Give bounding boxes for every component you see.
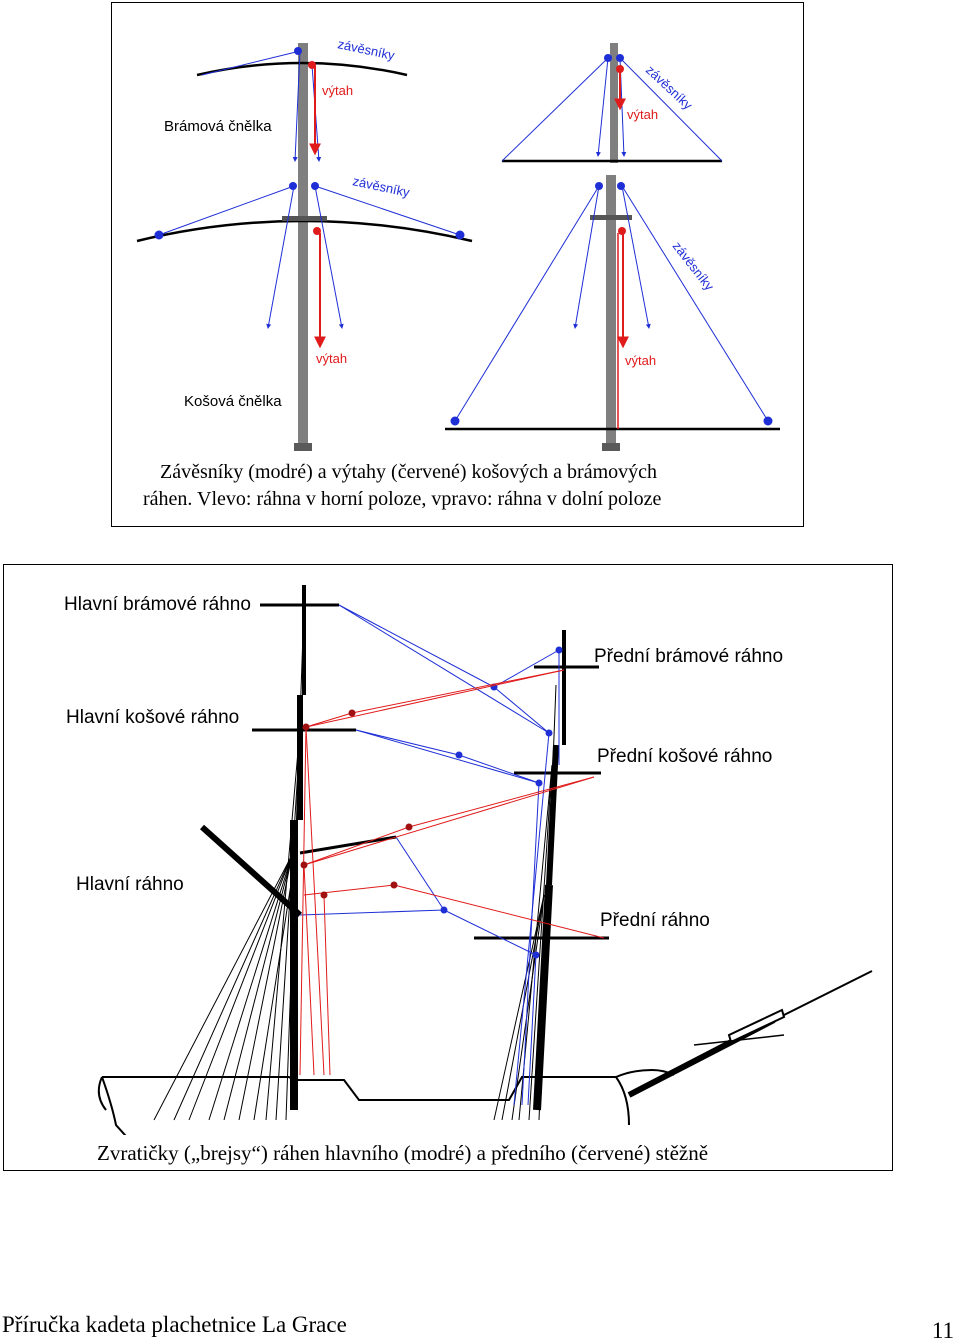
main-yard-arm xyxy=(299,835,397,855)
label-predni-kosove-rahno: Přední košové ráhno xyxy=(597,746,772,767)
jibboom xyxy=(773,970,873,1021)
left-kos-lift-4 xyxy=(314,185,344,329)
right-kos-yard-end-right xyxy=(763,416,773,426)
right-kos-lift-2 xyxy=(621,185,769,422)
right-bram-lift-2 xyxy=(619,57,723,162)
right-kos-lift-4 xyxy=(621,185,651,329)
right-kos-block-2 xyxy=(617,182,625,190)
right-mast-base xyxy=(602,443,620,451)
label-vytah-right-top: výtah xyxy=(627,107,658,122)
left-kos-block-red xyxy=(313,227,321,235)
label-zavesniky-left-top: závěsníky xyxy=(336,36,396,63)
label-zavesniky-right-top: závěsníky xyxy=(643,62,696,113)
left-kos-block-1 xyxy=(289,182,297,190)
label-predni-bramove-rahno: Přední brámové ráhno xyxy=(594,646,783,667)
right-kos-lift-3 xyxy=(573,185,600,329)
label-bramova-cnelka: Brámová čnělka xyxy=(164,118,272,135)
right-bram-block-red xyxy=(616,65,624,73)
right-bram-lift-3 xyxy=(595,57,609,157)
label-kosova-cnelka: Košová čnělka xyxy=(184,393,282,410)
brace-block-blue-2 xyxy=(545,729,553,737)
right-bram-block-2 xyxy=(616,54,624,62)
main-shrouds xyxy=(153,604,305,1121)
brace-block-blue-5 xyxy=(440,906,448,914)
left-kos-lift-1 xyxy=(158,185,295,236)
right-kos-yard-end-left xyxy=(450,416,460,426)
left-kos-yard-end-right xyxy=(455,230,465,240)
main-braces-blue xyxy=(299,604,560,1106)
brace-block-blue-3 xyxy=(455,751,463,759)
figure-top-mast-rigging: Brámová čnělka Košová čnělka závěsníky z… xyxy=(111,2,804,527)
right-topmast xyxy=(610,43,618,163)
left-bram-lift-blue-1 xyxy=(292,50,301,162)
left-kos-block-2 xyxy=(311,182,319,190)
label-zavesniky-left-bottom: závěsníky xyxy=(351,173,411,200)
bowsprit-stay xyxy=(693,1034,785,1046)
bowsprit-cap xyxy=(727,1008,786,1044)
brace-block-blue-6 xyxy=(532,951,540,959)
fore-topmast xyxy=(546,744,559,886)
figure-top-caption-line1: Závěsníky (modré) a výtahy (červené) koš… xyxy=(160,461,657,483)
left-mast-base xyxy=(294,443,312,451)
right-bram-lift-1 xyxy=(501,57,609,162)
label-hlavni-rahno: Hlavní ráhno xyxy=(76,874,184,895)
left-top-platform xyxy=(282,216,327,221)
main-yard-braced xyxy=(199,824,303,918)
brace-block-red-6 xyxy=(320,891,328,899)
footer-title: Příručka kadeta plachetnice La Grace xyxy=(2,1312,347,1337)
left-bram-lift-blue-2 xyxy=(201,50,301,76)
right-kos-block-1 xyxy=(595,182,603,190)
right-bram-block-1 xyxy=(604,54,612,62)
page-number: 11 xyxy=(931,1318,954,1343)
right-kos-lift-1 xyxy=(454,185,600,422)
left-kos-yard-end-left xyxy=(154,230,164,240)
fore-shrouds xyxy=(493,684,557,1121)
right-mast xyxy=(606,175,616,443)
brace-block-red-4 xyxy=(300,861,308,869)
hull-outline xyxy=(97,1068,675,1146)
label-vytah-left-top: výtah xyxy=(322,83,353,98)
figure-bottom-caption: Zvratičky („brejsy“) ráhen hlavního (mod… xyxy=(97,1141,708,1165)
figure-top-drawing: Brámová čnělka Košová čnělka závěsníky z… xyxy=(136,36,780,510)
label-vytah-right-bottom: výtah xyxy=(625,353,656,368)
label-hlavni-kosove-rahno: Hlavní košové ráhno xyxy=(66,707,239,728)
label-hlavni-bramove-rahno: Hlavní brámové ráhno xyxy=(64,594,251,615)
left-bram-block-red xyxy=(308,61,316,69)
left-kos-lift-2 xyxy=(314,185,461,236)
left-mast xyxy=(298,43,308,443)
brace-block-blue-4 xyxy=(535,779,543,787)
left-kos-lift-3 xyxy=(266,185,295,329)
label-zavesniky-right-bottom: závěsníky xyxy=(670,239,718,294)
figure-bottom-braces: Hlavní brámové ráhno Hlavní košové ráhno… xyxy=(3,564,893,1171)
label-vytah-left-bottom: výtah xyxy=(316,351,347,366)
caption-background xyxy=(94,1135,804,1167)
label-predni-rahno: Přední ráhno xyxy=(600,910,710,931)
figure-bottom-drawing: Hlavní brámové ráhno Hlavní košové ráhno… xyxy=(64,585,873,1167)
fore-braces-red xyxy=(299,669,605,1076)
brace-block-red-3 xyxy=(405,823,413,831)
brace-block-red-5 xyxy=(390,881,398,889)
left-kos-yard xyxy=(136,219,473,243)
right-top-platform xyxy=(590,215,632,220)
figure-top-caption-line2: ráhen. Vlevo: ráhna v horní poloze, vpra… xyxy=(143,488,661,510)
brace-block-red-1 xyxy=(348,709,356,717)
left-bram-block-blue xyxy=(294,47,302,55)
right-kos-block-red xyxy=(618,227,626,235)
brace-block-blue-7 xyxy=(555,646,563,654)
brace-block-red-2 xyxy=(302,723,310,731)
